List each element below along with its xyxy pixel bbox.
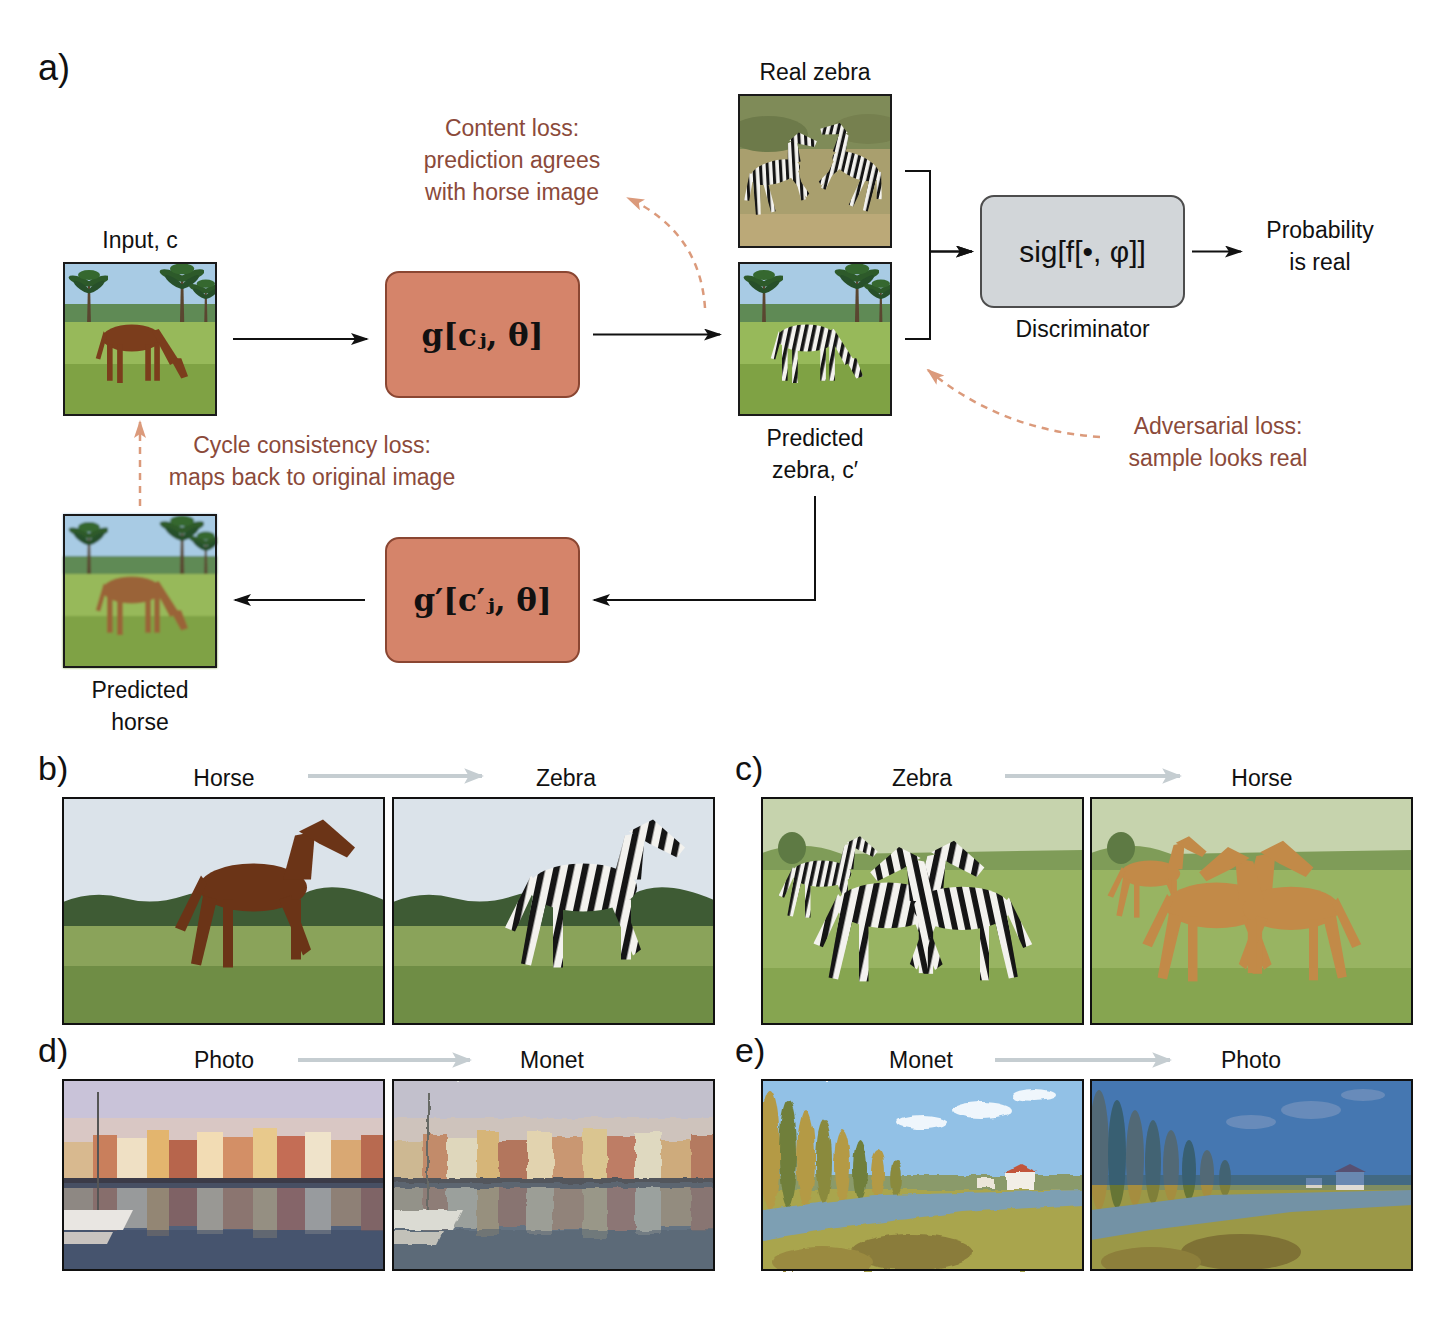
photo-tint — [1091, 1080, 1412, 1270]
cycle-arrow — [139, 422, 142, 506]
loss-note: Adversarial loss: sample looks real — [1113, 410, 1323, 474]
panel-letter: c) — [735, 748, 763, 789]
inverse-generator-box: g′[c′ⱼ, θ] — [385, 537, 580, 663]
image-heading: Predicted zebra, c′ — [738, 422, 892, 486]
flow-arrow — [235, 599, 365, 601]
panel-heading: Monet — [492, 1046, 612, 1074]
zebra-photo — [728, 94, 903, 248]
flow-arrow — [905, 171, 972, 252]
predicted-zebra-photo — [738, 262, 899, 416]
harbour-photo — [63, 1080, 384, 1270]
panel-letter: d) — [38, 1030, 68, 1071]
discriminator-box: sig[f[•, φ]] Discriminator — [980, 195, 1185, 344]
horse-photo — [63, 798, 384, 1024]
edge-label: Cycle consistency loss: maps back to ori… — [165, 429, 459, 493]
harbour-painting — [393, 1080, 714, 1270]
flow-arrow — [905, 252, 972, 340]
image-frame — [738, 262, 892, 416]
paint-tint — [393, 1080, 714, 1270]
generator-box: g[cⱼ, θ] — [385, 271, 580, 398]
image-heading: Predicted horse — [63, 674, 217, 738]
flow-arrow — [594, 496, 815, 600]
image-frames — [63, 798, 1412, 1270]
output-label: Probability is real — [1261, 214, 1379, 278]
panel-heading: Zebra — [862, 764, 982, 792]
flow-arrow — [233, 338, 367, 340]
horse-photo — [63, 262, 224, 416]
box-outline: g′[c′ⱼ, θ] — [385, 537, 580, 663]
formula-text: g[cⱼ, θ] — [422, 317, 544, 353]
flow-arrow — [1192, 251, 1241, 253]
predicted-horse-photo — [63, 514, 224, 668]
zebra-photo — [393, 798, 714, 1024]
zebra-photo — [762, 798, 1083, 1024]
flow-arrow — [593, 334, 720, 336]
image-heading: Input, c — [102, 224, 177, 256]
image-frame — [738, 94, 892, 248]
panel-letter: a) — [38, 46, 70, 89]
callout-arrow — [928, 370, 1100, 437]
reconstructed-image: Predicted horse — [63, 514, 217, 738]
image-heading: Real zebra — [759, 56, 870, 88]
panel-heading: Photo — [164, 1046, 284, 1074]
panel-heading: Zebra — [506, 764, 626, 792]
horse-photo — [1091, 798, 1412, 1024]
input-image: Input, c — [63, 224, 217, 416]
output-text: Probability is real — [1261, 214, 1379, 278]
transform-arrows — [298, 776, 1180, 1060]
box-outline: sig[f[•, φ]] — [980, 195, 1185, 308]
panel-letter: e) — [735, 1030, 765, 1071]
box-caption: Discriminator — [1015, 314, 1149, 344]
formula-text: g′[c′ⱼ, θ] — [413, 582, 551, 618]
panel-heading: Horse — [164, 764, 284, 792]
predicted-image: Predicted zebra, c′ — [738, 262, 892, 486]
real-image: Real zebra — [738, 56, 892, 248]
river-photo — [1089, 1080, 1412, 1277]
river-painting — [760, 1080, 1083, 1277]
formula-text: sig[f[•, φ]] — [1019, 235, 1146, 269]
panel-letter: b) — [38, 748, 68, 789]
callout-arrow — [628, 198, 705, 308]
image-frame — [63, 262, 217, 416]
box-outline: g[cⱼ, θ] — [385, 271, 580, 398]
panel-heading: Photo — [1191, 1046, 1311, 1074]
image-frame — [63, 514, 217, 668]
loss-note: Content loss: prediction agrees with hor… — [412, 112, 612, 208]
panel-heading: Horse — [1202, 764, 1322, 792]
panel-heading: Monet — [861, 1046, 981, 1074]
